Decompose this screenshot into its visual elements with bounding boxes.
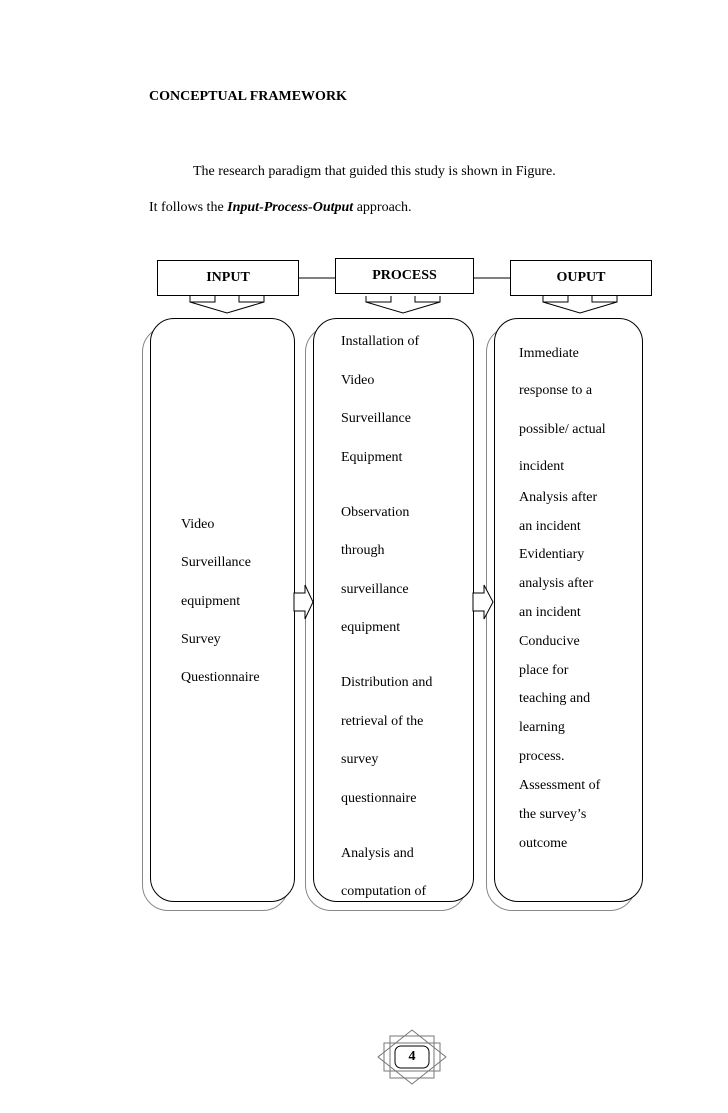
output-item: response to a bbox=[519, 383, 593, 398]
process-item: surveillance bbox=[341, 582, 409, 597]
process-item: questionnaire bbox=[341, 791, 417, 806]
process-item: survey bbox=[341, 752, 379, 767]
header-output: OUPUT bbox=[510, 260, 652, 296]
output-panel: Immediate response to a possible/ actual in… bbox=[494, 318, 643, 902]
process-item: Video bbox=[341, 373, 375, 388]
emphasis-text: Input-Process-Output bbox=[227, 200, 354, 215]
paragraph-line-1: The research paradigm that guided this s… bbox=[193, 164, 556, 179]
output-item: Immediate bbox=[519, 346, 579, 361]
input-item: Video bbox=[181, 517, 215, 532]
text: It follows the bbox=[149, 200, 228, 215]
process-item: Equipment bbox=[341, 450, 403, 465]
input-item: Surveillance bbox=[181, 555, 251, 570]
output-item: outcome bbox=[519, 836, 568, 851]
down-arrows bbox=[189, 296, 618, 314]
output-item: Assessment of bbox=[519, 778, 601, 793]
process-item: Observation bbox=[341, 505, 410, 520]
output-item: possible/ actual bbox=[519, 422, 606, 437]
process-item: computation of bbox=[341, 884, 427, 899]
output-item: an incident bbox=[519, 519, 581, 534]
input-item: equipment bbox=[181, 594, 241, 609]
down-arrow-icon bbox=[189, 301, 265, 314]
process-item: Distribution and bbox=[341, 675, 433, 690]
down-arrow-tab bbox=[238, 296, 265, 303]
text: approach. bbox=[353, 200, 412, 215]
output-item: the survey’s bbox=[519, 807, 587, 822]
input-item: Survey bbox=[181, 632, 221, 647]
process-item: Installation of bbox=[341, 334, 420, 349]
down-arrow-tab bbox=[189, 296, 216, 303]
process-item: Surveillance bbox=[341, 411, 411, 426]
input-item: Questionnaire bbox=[181, 670, 260, 685]
down-arrow-tab bbox=[542, 296, 569, 303]
section-heading: CONCEPTUAL FRAMEWORK bbox=[149, 89, 347, 104]
down-arrow-tab bbox=[414, 296, 441, 303]
header-input: INPUT bbox=[157, 260, 299, 296]
output-item: Conducive bbox=[519, 634, 580, 649]
process-item: through bbox=[341, 543, 385, 558]
process-item: retrieval of the bbox=[341, 714, 424, 729]
output-item: place for bbox=[519, 663, 569, 678]
down-arrow-icon bbox=[542, 301, 618, 314]
process-item: Analysis and bbox=[341, 846, 414, 861]
down-arrow-tab bbox=[591, 296, 618, 303]
output-item: process. bbox=[519, 749, 565, 764]
down-arrow-tab bbox=[365, 296, 392, 303]
page-number: 4 bbox=[408, 1049, 416, 1064]
output-item: learning bbox=[519, 720, 565, 735]
header-process: PROCESS bbox=[335, 258, 474, 294]
down-arrow-icon bbox=[365, 301, 441, 314]
output-item: teaching and bbox=[519, 691, 591, 706]
output-item: an incident bbox=[519, 605, 581, 620]
paragraph-line-2: It follows the Input-Process-Output appr… bbox=[149, 200, 412, 216]
output-item: analysis after bbox=[519, 576, 594, 591]
output-item: Evidentiary bbox=[519, 547, 585, 562]
process-item: equipment bbox=[341, 620, 401, 635]
output-item: Analysis after bbox=[519, 490, 598, 505]
output-item: incident bbox=[519, 459, 565, 474]
